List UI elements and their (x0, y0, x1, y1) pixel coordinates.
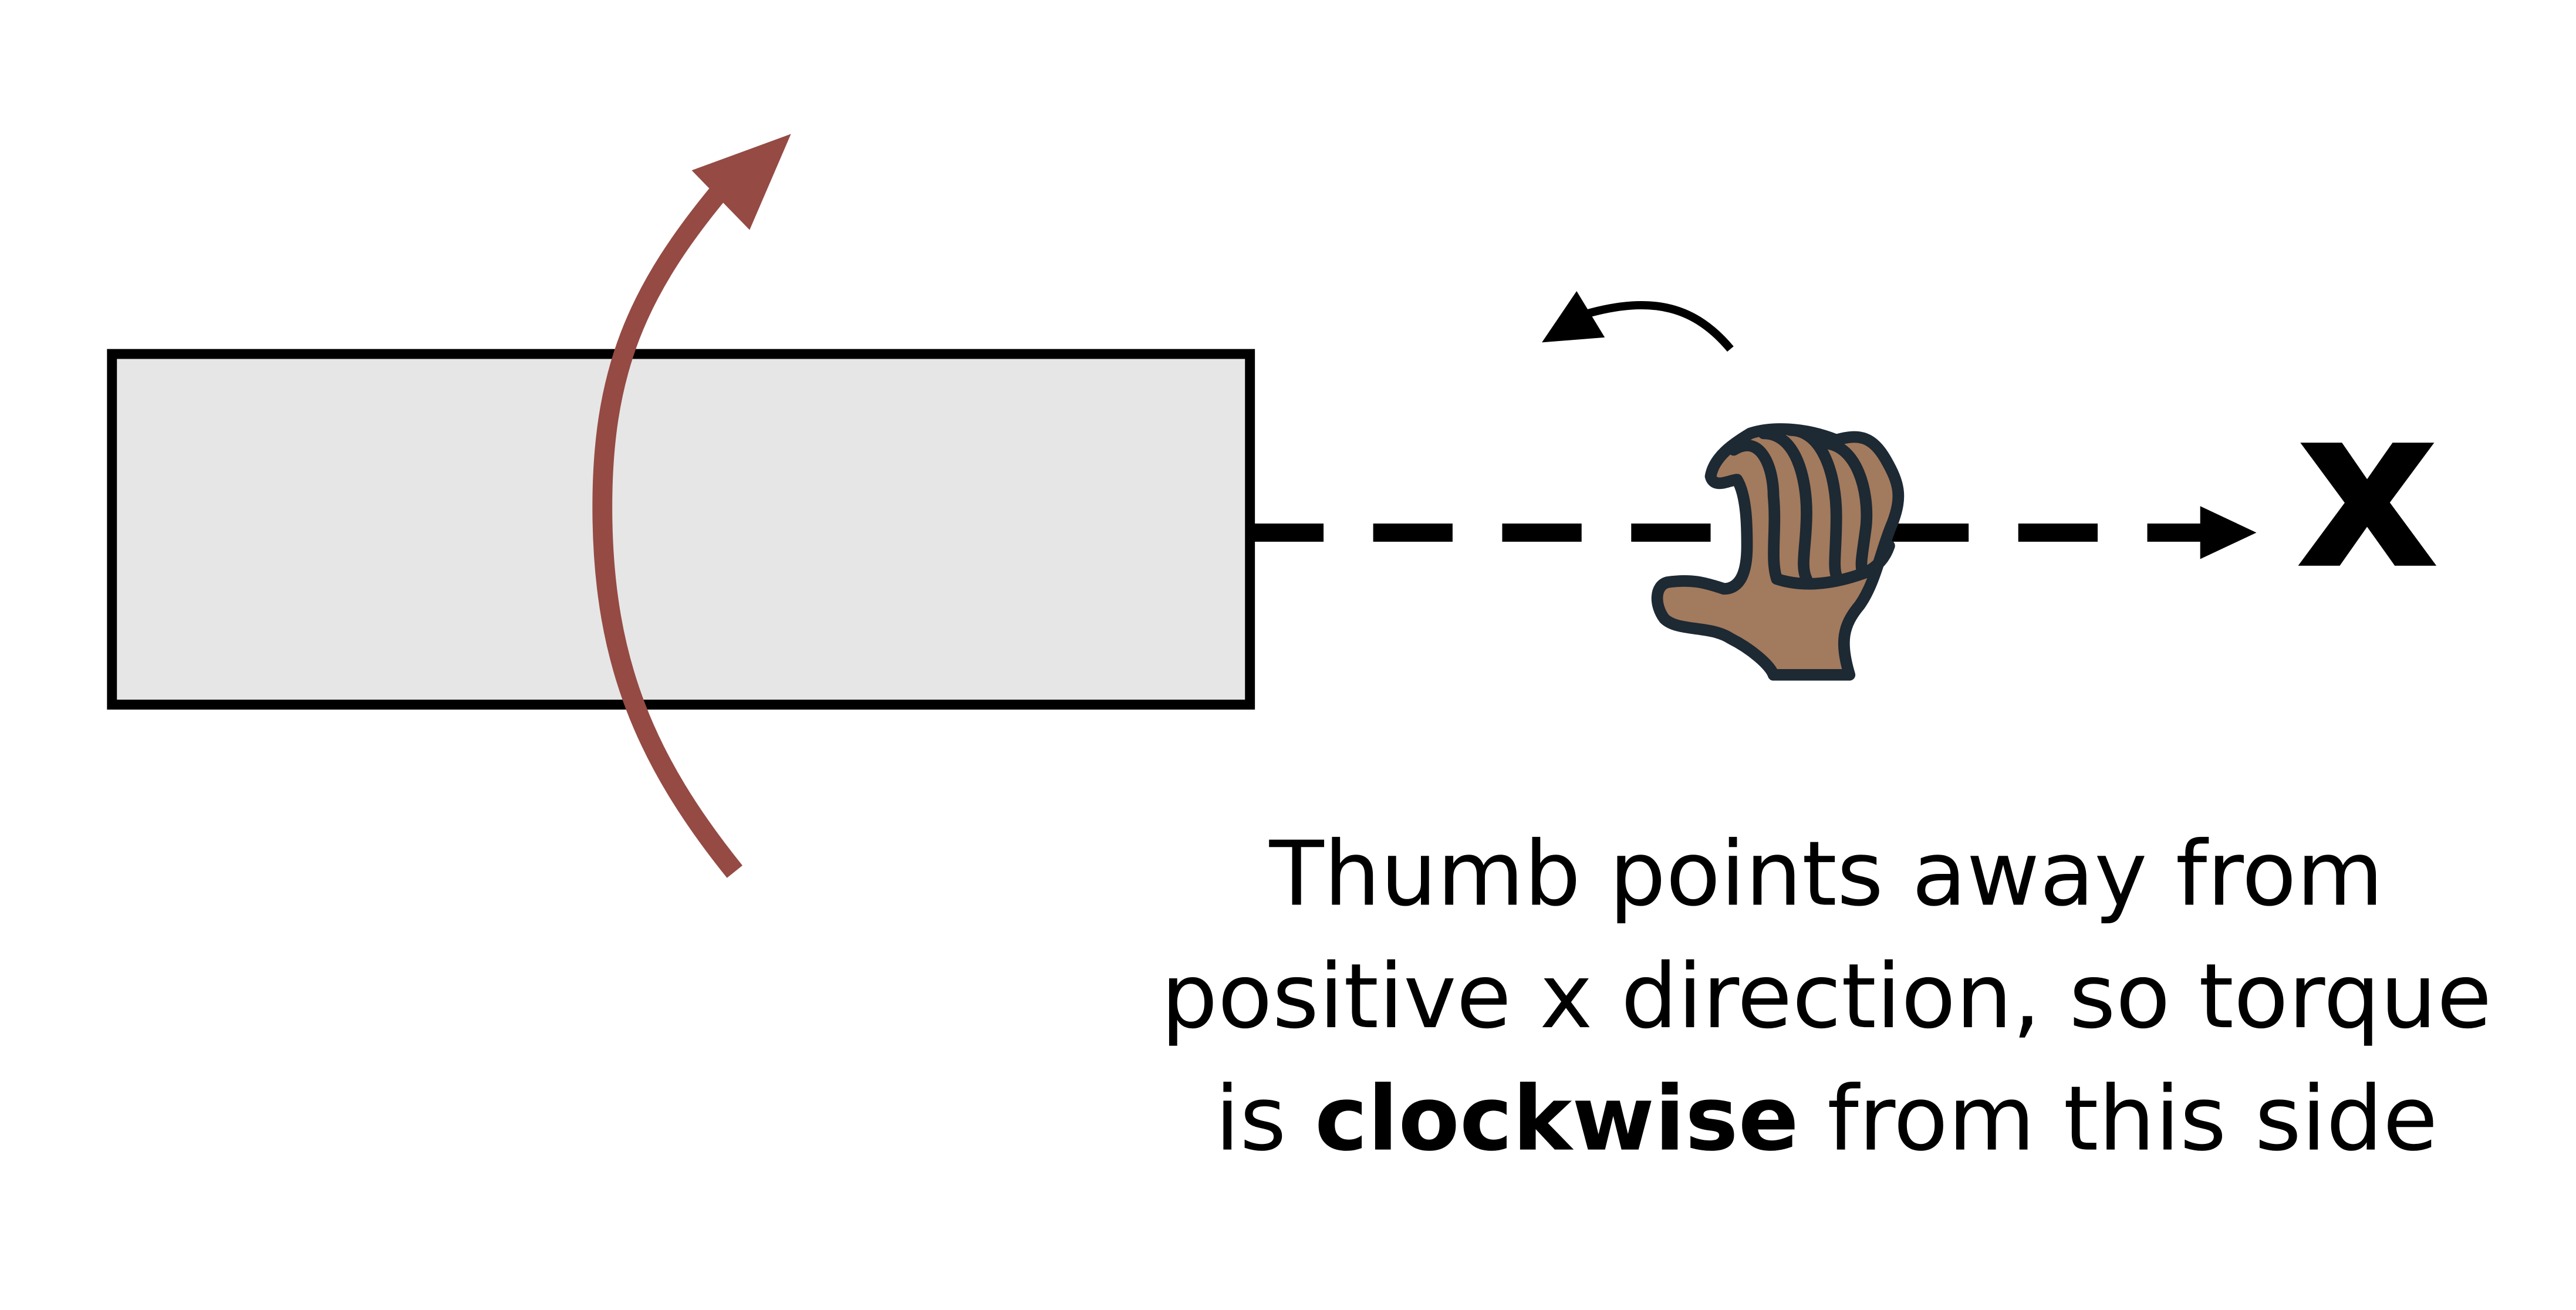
beam-block (107, 349, 1255, 710)
rotation-arrowhead-icon (691, 134, 791, 230)
caption-line-1: Thumb points away from (1269, 822, 2383, 926)
caption-clockwise-emphasis: clockwise (1315, 1067, 1799, 1171)
hand-finger-2 (1757, 427, 1812, 585)
right-hand-fist-icon (1651, 423, 1905, 681)
rotation-arrow-icon (592, 134, 791, 878)
x-axis-label: x (2295, 357, 2440, 619)
caption-line-3-prefix: is (1215, 1067, 1315, 1171)
rotation-arrow-shaft (592, 178, 742, 878)
hand-finger-4 (1820, 437, 1873, 578)
caption-line-3: is clockwise from this side (1215, 1067, 2437, 1171)
x-axis-arrowhead-icon (2200, 506, 2257, 559)
hand-finger-1 (1728, 440, 1783, 585)
hand-knuckle-line (1771, 540, 1895, 590)
caption-line-3-suffix: from this side (1799, 1067, 2438, 1171)
caption-line-2: positive x direction, so torque (1161, 944, 2491, 1048)
hand-finger-3 (1784, 424, 1842, 582)
curl-arrow-shaft (1584, 301, 1734, 352)
counterclockwise-curl-arrow-icon (1542, 291, 1734, 352)
curl-arrowhead-icon (1542, 291, 1605, 343)
caption: Thumb points away from positive x direct… (1161, 822, 2491, 1171)
